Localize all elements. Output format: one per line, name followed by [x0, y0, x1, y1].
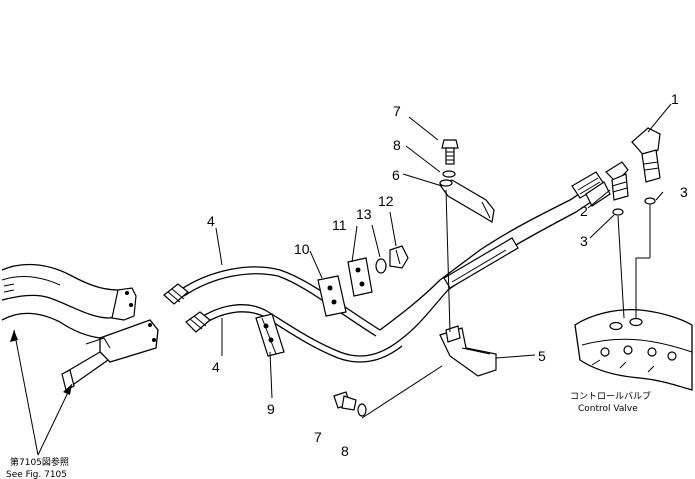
washer-8-lower	[357, 403, 367, 417]
bracket-6	[439, 179, 495, 333]
callout-7-upper: 7	[393, 103, 401, 119]
washer-13	[375, 258, 387, 274]
callout-4-upper: 4	[207, 213, 215, 229]
callout-3-left: 3	[580, 233, 588, 249]
callout-4-lower: 4	[212, 359, 220, 375]
control-valve-caption-jp: コントロールバルブ	[570, 390, 651, 402]
elbow-2	[605, 161, 629, 201]
see-fig-caption-jp: 第7105図参照	[10, 456, 69, 468]
callout-6: 6	[392, 167, 400, 183]
steel-tube-to-valve	[379, 171, 611, 341]
callout-8-upper: 8	[393, 137, 401, 153]
bolt-7-upper	[441, 139, 459, 165]
bolt-7-lower	[333, 391, 357, 411]
control-valve-caption-en: Control Valve	[578, 404, 638, 414]
control-valve	[574, 309, 693, 391]
callout-3-right: 3	[680, 184, 688, 200]
o-ring-3-right	[644, 197, 656, 205]
bracket-5	[439, 325, 497, 377]
callout-10: 10	[294, 241, 310, 257]
see-fig-caption-en: See Fig. 7105	[6, 470, 67, 479]
leader-lines	[10, 103, 672, 456]
callout-9: 9	[267, 401, 275, 417]
callout-7-lower: 7	[314, 429, 322, 445]
left-cylinder-assembly	[1, 263, 159, 391]
callout-11: 11	[332, 217, 347, 233]
hose-4-lower	[185, 304, 403, 363]
elbow-1	[631, 127, 661, 183]
washer-8-upper	[442, 170, 456, 178]
o-ring-3-left	[612, 208, 624, 216]
callout-8-lower: 8	[341, 443, 349, 459]
callout-2: 2	[580, 203, 588, 219]
clamp-11	[347, 257, 373, 297]
callout-12: 12	[378, 193, 394, 209]
hose-4-upper	[163, 266, 381, 337]
callout-1: 1	[671, 91, 679, 107]
nut-12	[389, 245, 409, 269]
clamp-9	[255, 313, 285, 357]
callout-5: 5	[538, 348, 546, 364]
callout-13: 13	[356, 206, 372, 222]
clamp-10	[317, 275, 347, 317]
